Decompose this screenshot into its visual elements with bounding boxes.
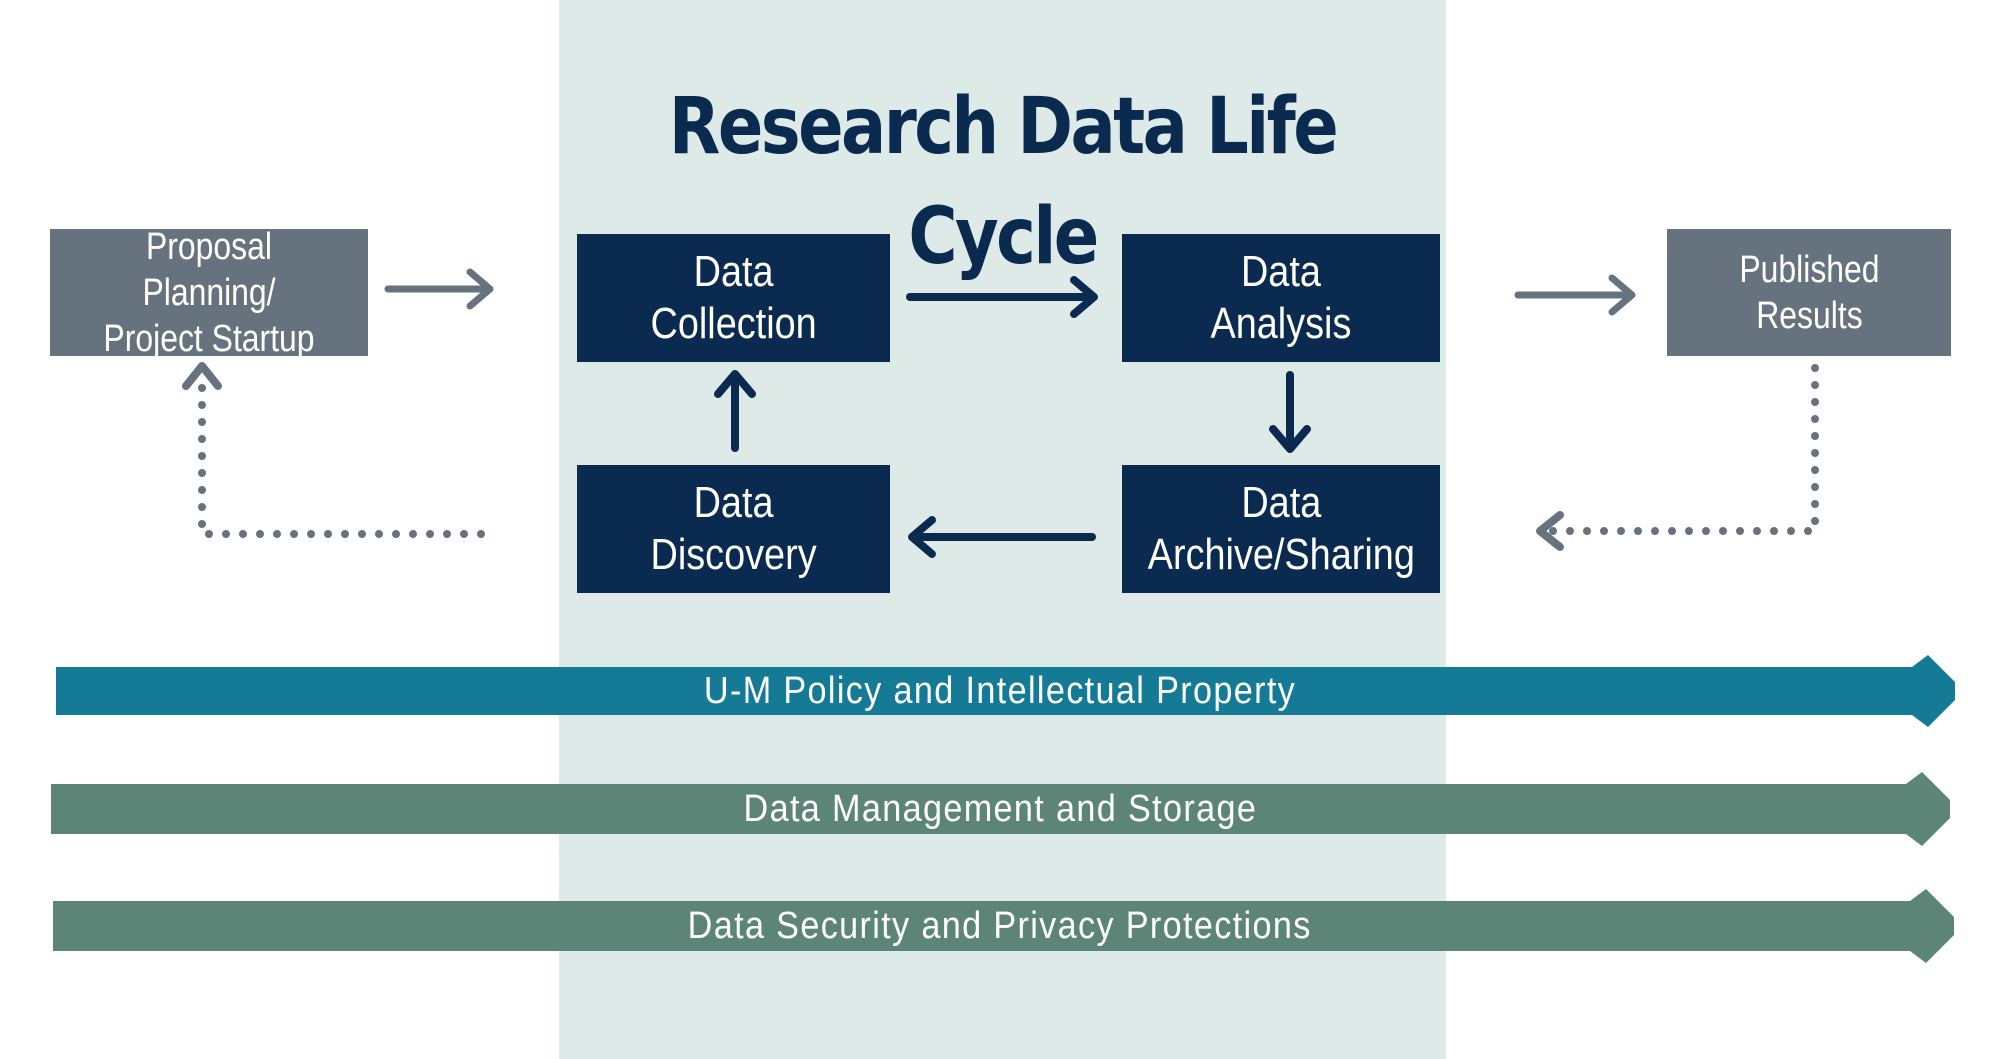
management-band-label: Data Management and Storage bbox=[0, 781, 2000, 837]
security-band bbox=[53, 889, 1954, 963]
data-discovery-box: Data Discovery bbox=[577, 465, 890, 593]
data-analysis-box: Data Analysis bbox=[1122, 234, 1440, 362]
dotted-arrow-proposal-feedback bbox=[182, 362, 485, 538]
arrow-archive-to-discovery bbox=[908, 516, 1096, 558]
arrow-discovery-to-collection bbox=[714, 370, 756, 452]
policy-band-label: U-M Policy and Intellectual Property bbox=[0, 663, 2000, 719]
published-results-label: Published Results bbox=[1738, 248, 1880, 337]
management-band bbox=[51, 772, 1950, 846]
data-collection-label: Data Collection bbox=[650, 247, 817, 348]
data-discovery-label: Data Discovery bbox=[650, 478, 817, 579]
policy-band-text: U-M Policy and Intellectual Property bbox=[703, 670, 1297, 712]
data-analysis-label: Data Analysis bbox=[1210, 247, 1352, 348]
published-results-box: Published Results bbox=[1667, 229, 1951, 356]
policy-band bbox=[56, 655, 1955, 727]
proposal-planning-label: Proposal Planning/ Project Startup bbox=[103, 225, 315, 360]
arrow-analysis-to-archive bbox=[1269, 371, 1311, 453]
data-archive-sharing-box: Data Archive/Sharing bbox=[1122, 465, 1440, 593]
arrow-analysis-to-published bbox=[1514, 274, 1636, 316]
proposal-planning-box: Proposal Planning/ Project Startup bbox=[50, 226, 368, 360]
security-band-label: Data Security and Privacy Protections bbox=[0, 898, 2000, 954]
diagram-title: Research Data Life Cycle bbox=[668, 82, 1339, 282]
arrow-collection-to-analysis bbox=[906, 276, 1098, 318]
management-band-text: Data Management and Storage bbox=[743, 788, 1257, 830]
dotted-arrow-published-feedback bbox=[1536, 364, 1819, 551]
security-band-text: Data Security and Privacy Protections bbox=[687, 905, 1313, 947]
data-archive-sharing-label: Data Archive/Sharing bbox=[1147, 478, 1415, 579]
data-collection-box: Data Collection bbox=[577, 234, 890, 362]
arrow-proposal-to-collection bbox=[384, 268, 494, 310]
